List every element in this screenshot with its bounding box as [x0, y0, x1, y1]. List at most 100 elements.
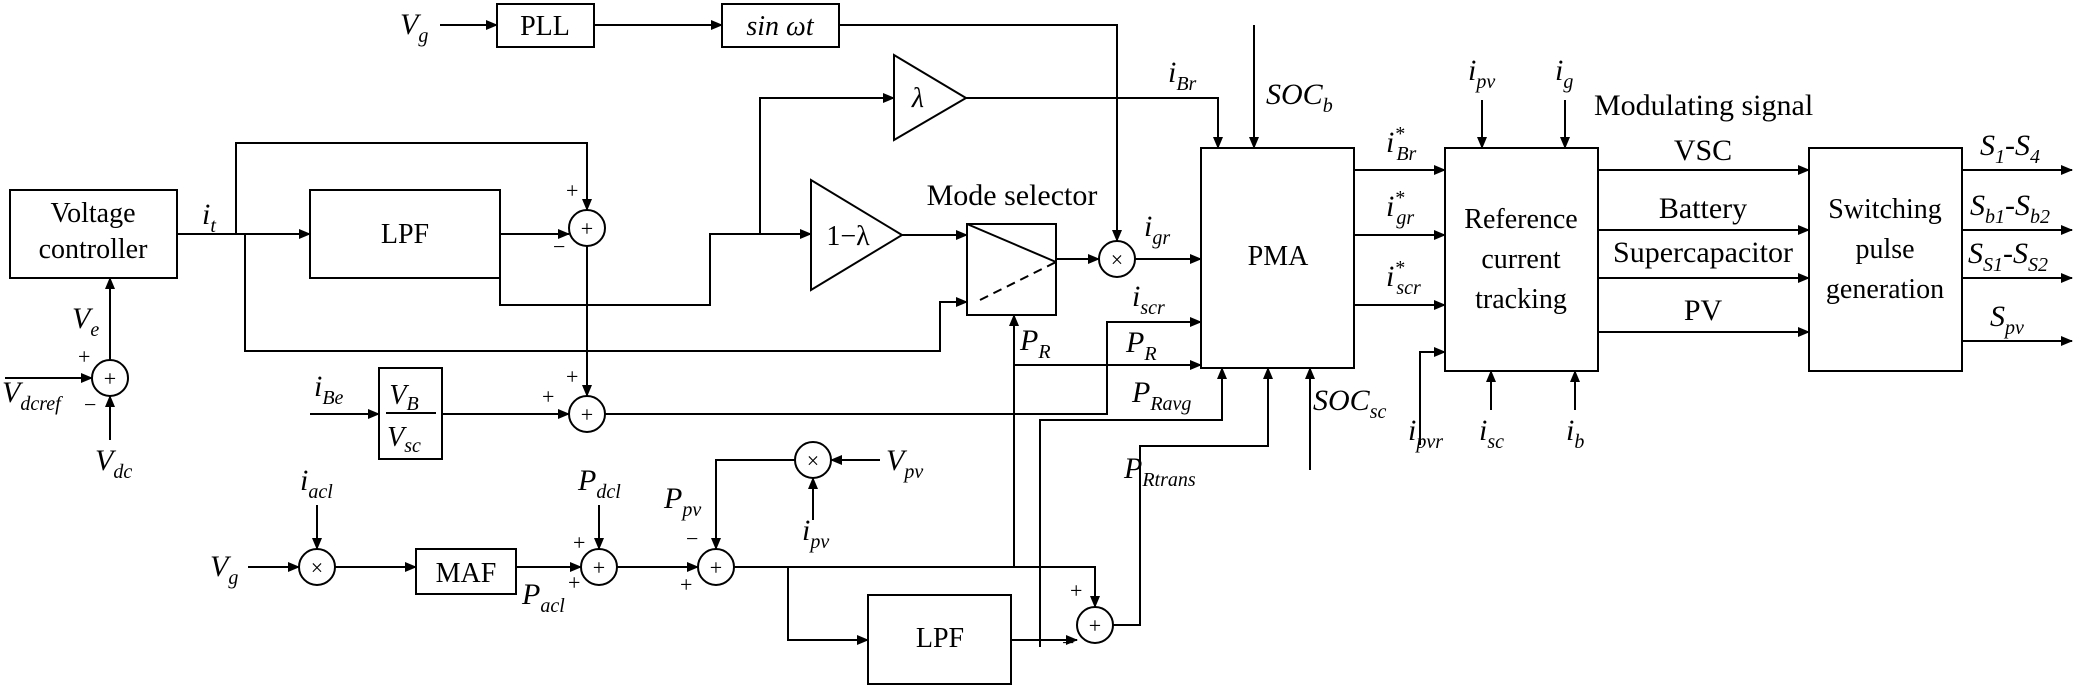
label-ss1-ss2: SS1-SS2: [1968, 237, 2048, 276]
label-pr-2: PR: [1125, 326, 1157, 365]
mult-igr-symbol: ×: [1111, 247, 1123, 272]
label-vdc: Vdc: [95, 444, 132, 483]
label-sum-ptrans-plus: +: [1070, 578, 1082, 603]
wire-lambda-out: [966, 97, 1223, 149]
pll-block: [496, 3, 595, 48]
label-sum-pdcl-plus-left: +: [568, 570, 580, 595]
sum-top-symbol: +: [581, 216, 593, 241]
label-iscr: iscr: [1132, 280, 1165, 319]
label-vpv: Vpv: [886, 444, 923, 483]
pma-block: [1200, 147, 1355, 369]
sum-ppv-symbol: +: [710, 555, 722, 580]
label-vdc-plus: +: [78, 344, 90, 369]
label-s1-s4: S1-S4: [1980, 129, 2040, 168]
label-igr-star: i*gr: [1386, 187, 1414, 229]
pll-label: PLL: [520, 11, 570, 42]
label-modulating-signal: Modulating signal: [1594, 89, 1813, 122]
sum-vdc-symbol: +: [104, 366, 116, 391]
voltage-controller-block: [9, 189, 178, 279]
wire-prtrans: [1113, 367, 1273, 626]
label-vdc-minus: −: [84, 392, 96, 417]
wire-ipvr: [1419, 347, 1446, 445]
lambda-gain: [893, 53, 968, 142]
label-vg-bottom: Vg: [210, 550, 238, 589]
vsc-label: Vsc: [387, 422, 421, 457]
label-vg-top: Vg: [400, 8, 428, 47]
maf-block: [415, 548, 517, 595]
label-ve: Ve: [72, 302, 99, 341]
label-socb: SOCb: [1266, 78, 1333, 117]
switching-pulse-block: [1808, 147, 1963, 372]
mode-selector-label: Mode selector: [927, 179, 1098, 212]
sin-label: sin ωt: [746, 11, 814, 42]
label-vsc: VSC: [1674, 134, 1732, 167]
switching-label-1: Switching: [1828, 194, 1942, 225]
label-vdcref: Vdcref: [2, 376, 63, 415]
label-igr: igr: [1144, 210, 1170, 249]
label-ibr-star: i*Br: [1386, 123, 1417, 165]
label-ppv: Ppv: [663, 482, 701, 521]
label-sum-mid-plus-left: +: [542, 384, 554, 409]
wire-ppv: [711, 459, 795, 550]
wire-pravg: [1039, 367, 1227, 647]
reference-label-2: current: [1481, 244, 1561, 275]
mode-selector-block: [966, 223, 1057, 316]
sum-pdcl-symbol: +: [593, 555, 605, 580]
label-sum-ppv-plus: +: [680, 572, 692, 597]
label-sum-top-plus: +: [566, 178, 578, 203]
label-battery: Battery: [1659, 192, 1747, 225]
lpf-top-label: LPF: [381, 219, 429, 250]
reference-current-tracking-block: [1444, 147, 1599, 372]
label-pravg: PRavg: [1131, 376, 1191, 415]
wire-it-bottom: [244, 234, 968, 352]
label-ibe: iBe: [314, 370, 344, 409]
pma-label: PMA: [1248, 241, 1309, 272]
label-socsc: SOCsc: [1313, 384, 1386, 423]
lpf-top-block: [309, 189, 501, 279]
maf-label: MAF: [436, 558, 497, 589]
label-ig: ig: [1555, 54, 1573, 93]
vb-label: VB: [389, 380, 418, 415]
label-supercapacitor: Supercapacitor: [1613, 236, 1793, 269]
label-it: it: [202, 198, 216, 237]
label-spv: Spv: [1990, 300, 2024, 339]
wire-to-lpf-bottom: [787, 567, 869, 645]
reference-label-1: Reference: [1464, 204, 1577, 235]
label-ipv-bottom: ipv: [802, 514, 829, 553]
one-minus-lambda-label: 1−λ: [826, 221, 870, 252]
label-sb1-sb2: Sb1-Sb2: [1970, 189, 2050, 228]
label-pacl: Pacl: [521, 578, 565, 617]
reference-label-3: tracking: [1475, 284, 1567, 315]
lambda-label: λ: [911, 83, 924, 114]
voltage-controller-label-2: controller: [39, 234, 149, 265]
label-sum-ptrans-minus: −: [1062, 630, 1074, 655]
mult-pv-symbol: ×: [807, 448, 819, 473]
label-sum-pdcl-plus-top: +: [573, 530, 585, 555]
mult-vg-iacl-symbol: ×: [311, 555, 323, 580]
label-sum-ppv-minus: −: [686, 526, 698, 551]
wire-it-top: [235, 142, 592, 234]
lpf-bottom-label: LPF: [916, 623, 964, 654]
mode-selector-switch: [966, 223, 1057, 263]
label-pr-1: PR: [1019, 324, 1051, 363]
label-sum-mid-plus-top: +: [566, 364, 578, 389]
lpf-bottom-block: [867, 594, 1012, 685]
label-iscr-star: i*scr: [1386, 257, 1421, 299]
sum-middle-symbol: +: [581, 402, 593, 427]
voltage-controller-label-1: Voltage: [50, 198, 135, 229]
label-iacl: iacl: [300, 464, 333, 503]
label-pv: PV: [1684, 294, 1723, 327]
wire-to-lambda: [759, 93, 895, 234]
sum-ptrans-symbol: +: [1089, 613, 1101, 638]
switching-label-3: generation: [1826, 274, 1944, 305]
label-sum-top-minus: −: [553, 234, 565, 259]
label-ipv-top: ipv: [1468, 54, 1495, 93]
label-isc: isc: [1479, 414, 1504, 453]
wire-iscr: [605, 317, 1202, 415]
wire-p-out: [734, 566, 1100, 608]
wire-sin-mult: [839, 24, 1122, 242]
label-ipvr: ipvr: [1408, 414, 1443, 453]
label-pdcl: Pdcl: [577, 464, 621, 503]
label-prtrans: PRtrans: [1123, 452, 1196, 491]
